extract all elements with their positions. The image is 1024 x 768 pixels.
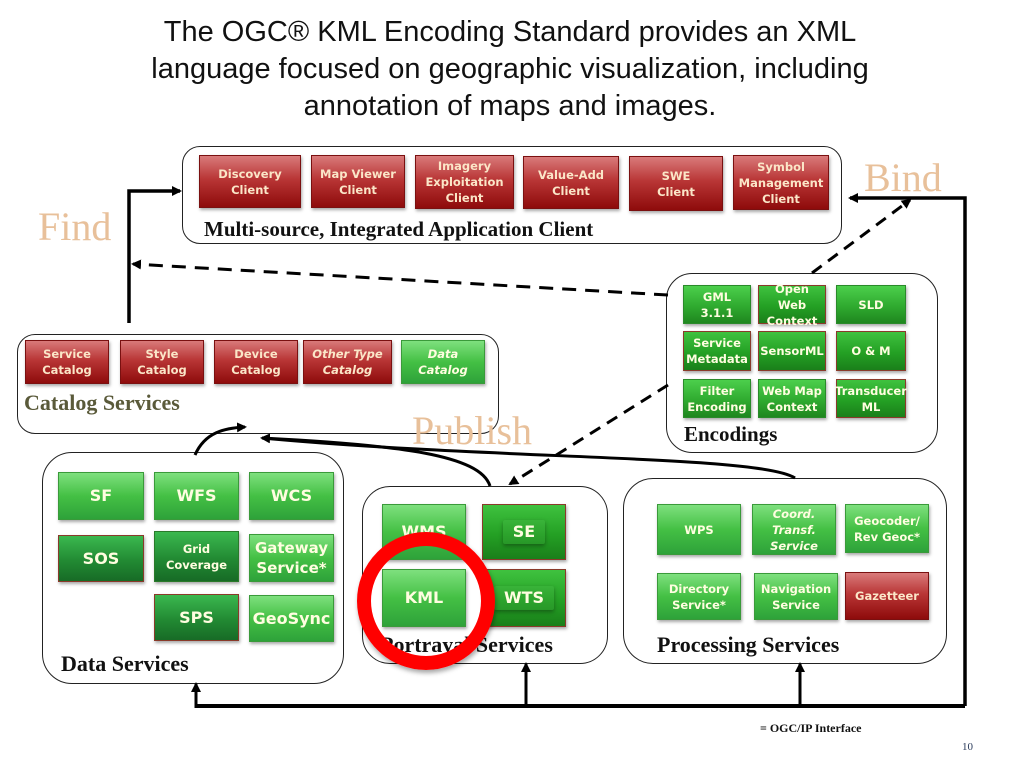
legend-ogc-ip-interface: = OGC/IP Interface (760, 721, 862, 735)
wts-service: WTS (482, 569, 566, 627)
title-line-2: language focused on geographic visualiza… (151, 53, 869, 85)
sps-service: SPS (154, 594, 239, 641)
bind-label: Bind (864, 155, 942, 200)
data-services-group-label: Data Services (61, 651, 189, 676)
sld-encoding: SLD (836, 285, 906, 324)
geocoder-service: Geocoder/Rev Geoc* (845, 504, 929, 553)
processing-publish-arrow (261, 436, 796, 480)
om-encoding: O & M (836, 331, 906, 371)
encodings-group-label: Encodings (684, 422, 778, 446)
slide-title: The OGC® KML Encoding Standard provides … (100, 14, 920, 125)
find-arrow (127, 186, 182, 323)
se-service: SE (482, 504, 566, 560)
data-publish-arrow (193, 422, 247, 456)
bind-arrow (848, 193, 967, 706)
sensorml-encoding: SensorML (758, 331, 826, 371)
sf-service: SF (58, 472, 144, 520)
wps-service: WPS (657, 504, 741, 555)
title-line-1: The OGC® KML Encoding Standard provides … (163, 16, 857, 48)
clients-group-label: Multi-source, Integrated Application Cli… (204, 217, 594, 241)
encodings-to-portrayal-dashed-arrow (508, 383, 669, 486)
wfs-service: WFS (154, 472, 239, 520)
kml-highlight-ring (357, 532, 495, 670)
geosync-service: GeoSync (249, 595, 334, 642)
processing-services-group-label: Processing Services (657, 632, 840, 657)
encodings-to-find-dashed-arrow (131, 259, 669, 297)
page-number: 10 (962, 741, 973, 753)
catalog-group-label: Catalog Services (24, 390, 180, 415)
sos-service: SOS (58, 535, 144, 582)
find-label: Find (38, 204, 112, 249)
publish-label: Publish (412, 408, 533, 453)
coord-transf-service: Coord.Transf.Service (752, 504, 836, 555)
title-line-3: annotation of maps and images. (303, 90, 717, 122)
wcs-service: WCS (249, 472, 334, 520)
encodings-to-bind-dashed-arrow (811, 198, 912, 275)
gazetteer-service: Gazetteer (845, 572, 929, 620)
